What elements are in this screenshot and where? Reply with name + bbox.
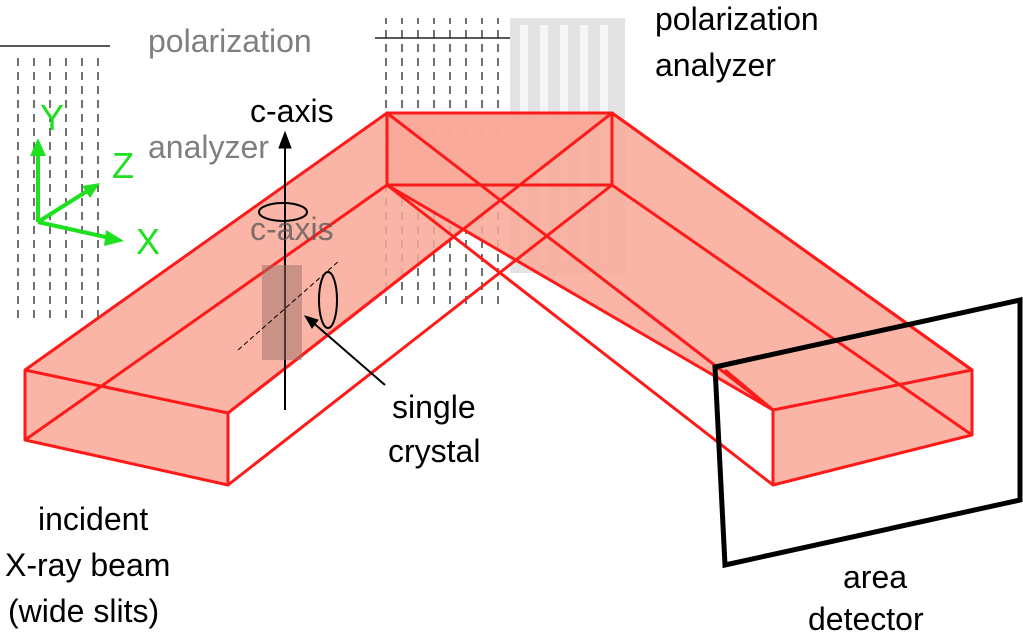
c-axis-label: c-axis — [250, 93, 334, 129]
ghost-analyzer-label: analyzer — [148, 129, 269, 165]
area-detector — [712, 296, 1023, 569]
xyz-axes — [30, 138, 124, 246]
crystal-axes — [237, 130, 386, 410]
single-crystal-label-1: single — [392, 389, 476, 425]
polarization-analyzer-label-2: analyzer — [655, 47, 776, 83]
x-axis-label: X — [136, 221, 160, 262]
z-axis-label: Z — [112, 145, 134, 186]
dashed-grid-left — [0, 45, 110, 320]
incident-beam-label-2: X-ray beam — [5, 547, 170, 583]
ghost-polarization-label: polarization — [148, 23, 312, 59]
incident-beam-label-3: (wide slits) — [8, 593, 159, 629]
c-axis-ghost-label: c-axis — [250, 211, 334, 247]
area-detector-label-1: area — [843, 559, 907, 595]
polarization-analyzer-label-1: polarization — [655, 1, 819, 37]
y-axis-label: Y — [40, 97, 64, 138]
incident-beam-label-1: incident — [38, 501, 148, 537]
single-crystal-label-2: crystal — [388, 433, 480, 469]
area-detector-label-2: detector — [808, 601, 924, 635]
